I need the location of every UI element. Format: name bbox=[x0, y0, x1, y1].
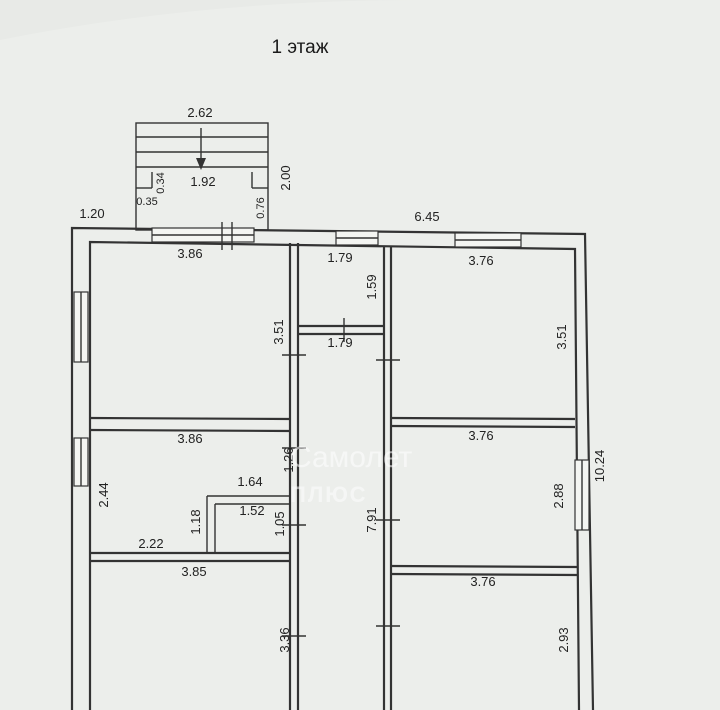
dim-room2-width: 1.79 bbox=[327, 250, 352, 265]
dim-total-height: 10.24 bbox=[592, 450, 607, 483]
dim-room4-a: 1.64 bbox=[237, 474, 262, 489]
dim-porch-d2: 0.35 bbox=[136, 196, 157, 208]
dim-porch-d1: 0.34 bbox=[155, 172, 167, 193]
dim-room4-e: 2.22 bbox=[138, 536, 163, 551]
dim-top-right: 6.45 bbox=[414, 209, 439, 224]
dim-room6-width: 3.85 bbox=[181, 564, 206, 579]
dim-room3-width: 3.76 bbox=[468, 253, 493, 268]
dim-room7-height: 2.93 bbox=[556, 627, 571, 652]
interior-walls bbox=[89, 243, 578, 710]
dimension-labels: 2.62 1.92 2.00 0.34 0.35 0.76 1.20 6.45 … bbox=[79, 105, 607, 653]
dim-room4-width: 3.86 bbox=[177, 431, 202, 446]
dim-room4-b: 1.18 bbox=[188, 509, 203, 534]
dim-room5-height: 2.88 bbox=[551, 483, 566, 508]
dim-hall-width: 1.79 bbox=[327, 335, 352, 350]
dim-room4-height: 2.44 bbox=[96, 482, 111, 507]
door-marks bbox=[282, 318, 400, 637]
dim-porch-width: 2.62 bbox=[187, 105, 212, 120]
dim-room1-height: 3.51 bbox=[271, 319, 286, 344]
dim-porch-height: 2.00 bbox=[278, 165, 293, 190]
watermark-logo-text: Самолет bbox=[290, 441, 413, 474]
dim-room2-height: 1.59 bbox=[364, 274, 379, 299]
dim-room4-hall: 1.26 bbox=[281, 447, 296, 472]
dim-room4-c: 1.52 bbox=[239, 503, 264, 518]
dim-room5-width: 3.76 bbox=[468, 428, 493, 443]
watermark-logo-subtext: ПЛЮС bbox=[290, 482, 368, 507]
dim-porch-d3: 0.76 bbox=[255, 197, 267, 218]
dim-room3-height: 3.51 bbox=[554, 324, 569, 349]
entry-arrow-icon bbox=[196, 158, 206, 170]
dim-room4-d: 1.05 bbox=[272, 511, 287, 536]
dim-room6-height: 3.36 bbox=[277, 627, 292, 652]
dim-room7-width: 3.76 bbox=[470, 574, 495, 589]
dim-room1-width: 3.86 bbox=[177, 246, 202, 261]
dim-porch-inner: 1.92 bbox=[190, 174, 215, 189]
dim-hall-length: 7.91 bbox=[364, 507, 379, 532]
floor-title: 1 этаж bbox=[272, 37, 329, 58]
dim-left-offset: 1.20 bbox=[79, 206, 104, 221]
